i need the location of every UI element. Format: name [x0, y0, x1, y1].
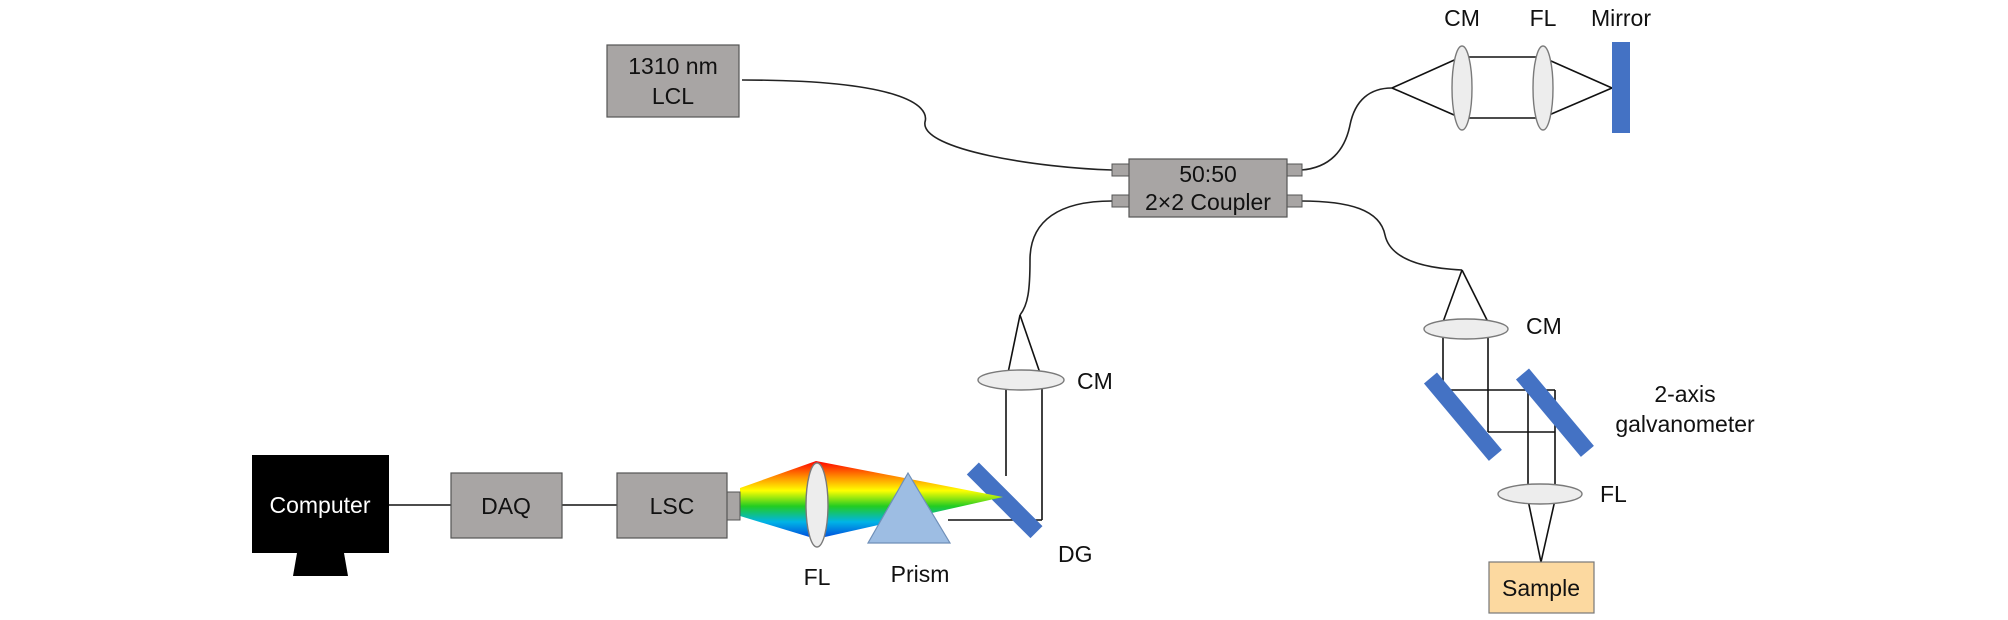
diffraction-grating: [966, 462, 1043, 539]
laser-label-line1: 1310 nm: [628, 53, 718, 79]
sample-focusing-lens: [1497, 483, 1583, 505]
computer: Computer: [252, 455, 389, 576]
detector-fl-label: FL: [804, 564, 831, 590]
reference-mirror-label: Mirror: [1591, 5, 1651, 31]
sample-cm-label: CM: [1526, 313, 1562, 339]
detector-collimator-lens: [977, 369, 1065, 391]
prism: [866, 471, 952, 544]
fiber-coupler-to-reference: [1300, 87, 1393, 171]
detector-cm-label: CM: [1077, 368, 1113, 394]
galvo-mirror-2: [1515, 368, 1594, 457]
fiber-laser-to-coupler: [741, 79, 1113, 171]
galvo-label-line2: galvanometer: [1615, 411, 1755, 437]
laser-label-line2: LCL: [652, 83, 694, 109]
fiber-coupler-to-sample: [1300, 200, 1463, 271]
acquisition-chain: Computer DAQ LSC: [252, 455, 741, 576]
computer-label: Computer: [270, 492, 371, 518]
lsc-box: LSC: [616, 472, 728, 539]
fiber-coupler-to-detector: [1019, 200, 1113, 316]
detection-arm: CM FL Prism DG: [740, 314, 1113, 590]
sample-fl-label: FL: [1600, 481, 1627, 507]
sample-arm: Sample CM 2-axis galvanometer FL: [1423, 269, 1755, 614]
coupler-port-right-top: [1285, 163, 1303, 177]
coupler-port-left-top: [1111, 163, 1131, 177]
daq-box: DAQ: [450, 472, 563, 539]
reference-collimator-lens: [1451, 45, 1473, 131]
laser-source-box: 1310 nm LCL: [606, 44, 740, 118]
sample-box: [1488, 561, 1595, 614]
detector-focusing-lens: [805, 462, 829, 548]
lsc-port: [726, 491, 741, 521]
prism-label: Prism: [891, 561, 950, 587]
dg-label: DG: [1058, 541, 1093, 567]
reference-arm: CM FL Mirror: [1391, 5, 1651, 133]
lsc-label: LSC: [650, 493, 695, 519]
reference-mirror: [1612, 42, 1630, 133]
coupler-port-right-bottom: [1285, 194, 1303, 208]
coupler-box: 50:50 2×2 Coupler: [1111, 158, 1303, 218]
reference-fl-label: FL: [1530, 5, 1557, 31]
galvo-mirror-1: [1423, 372, 1502, 461]
coupler-port-left-bottom: [1111, 194, 1131, 208]
galvo-label-line1: 2-axis: [1654, 381, 1715, 407]
dispersed-beam: [740, 461, 1003, 539]
sample-collimator-lens: [1423, 318, 1509, 340]
daq-label: DAQ: [481, 493, 531, 519]
coupler-label-line1: 50:50: [1179, 161, 1237, 187]
reference-cm-label: CM: [1444, 5, 1480, 31]
coupler-label-line2: 2×2 Coupler: [1145, 189, 1271, 215]
sample-label: Sample: [1502, 575, 1580, 601]
reference-focusing-lens: [1532, 45, 1554, 131]
